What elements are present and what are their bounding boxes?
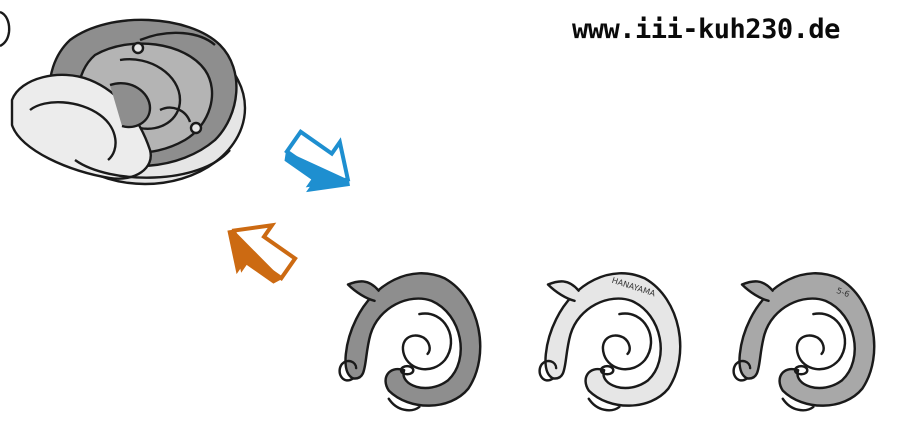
partial-circle-marker [0,12,9,46]
piece-light: HANAYAMA [540,273,681,410]
arrow-disassemble-icon [275,120,366,208]
piece-dark [340,273,481,410]
assembled-puzzle [12,20,245,184]
piece-mid: 5-6 [734,273,875,410]
arrow-assemble-icon [213,207,304,295]
